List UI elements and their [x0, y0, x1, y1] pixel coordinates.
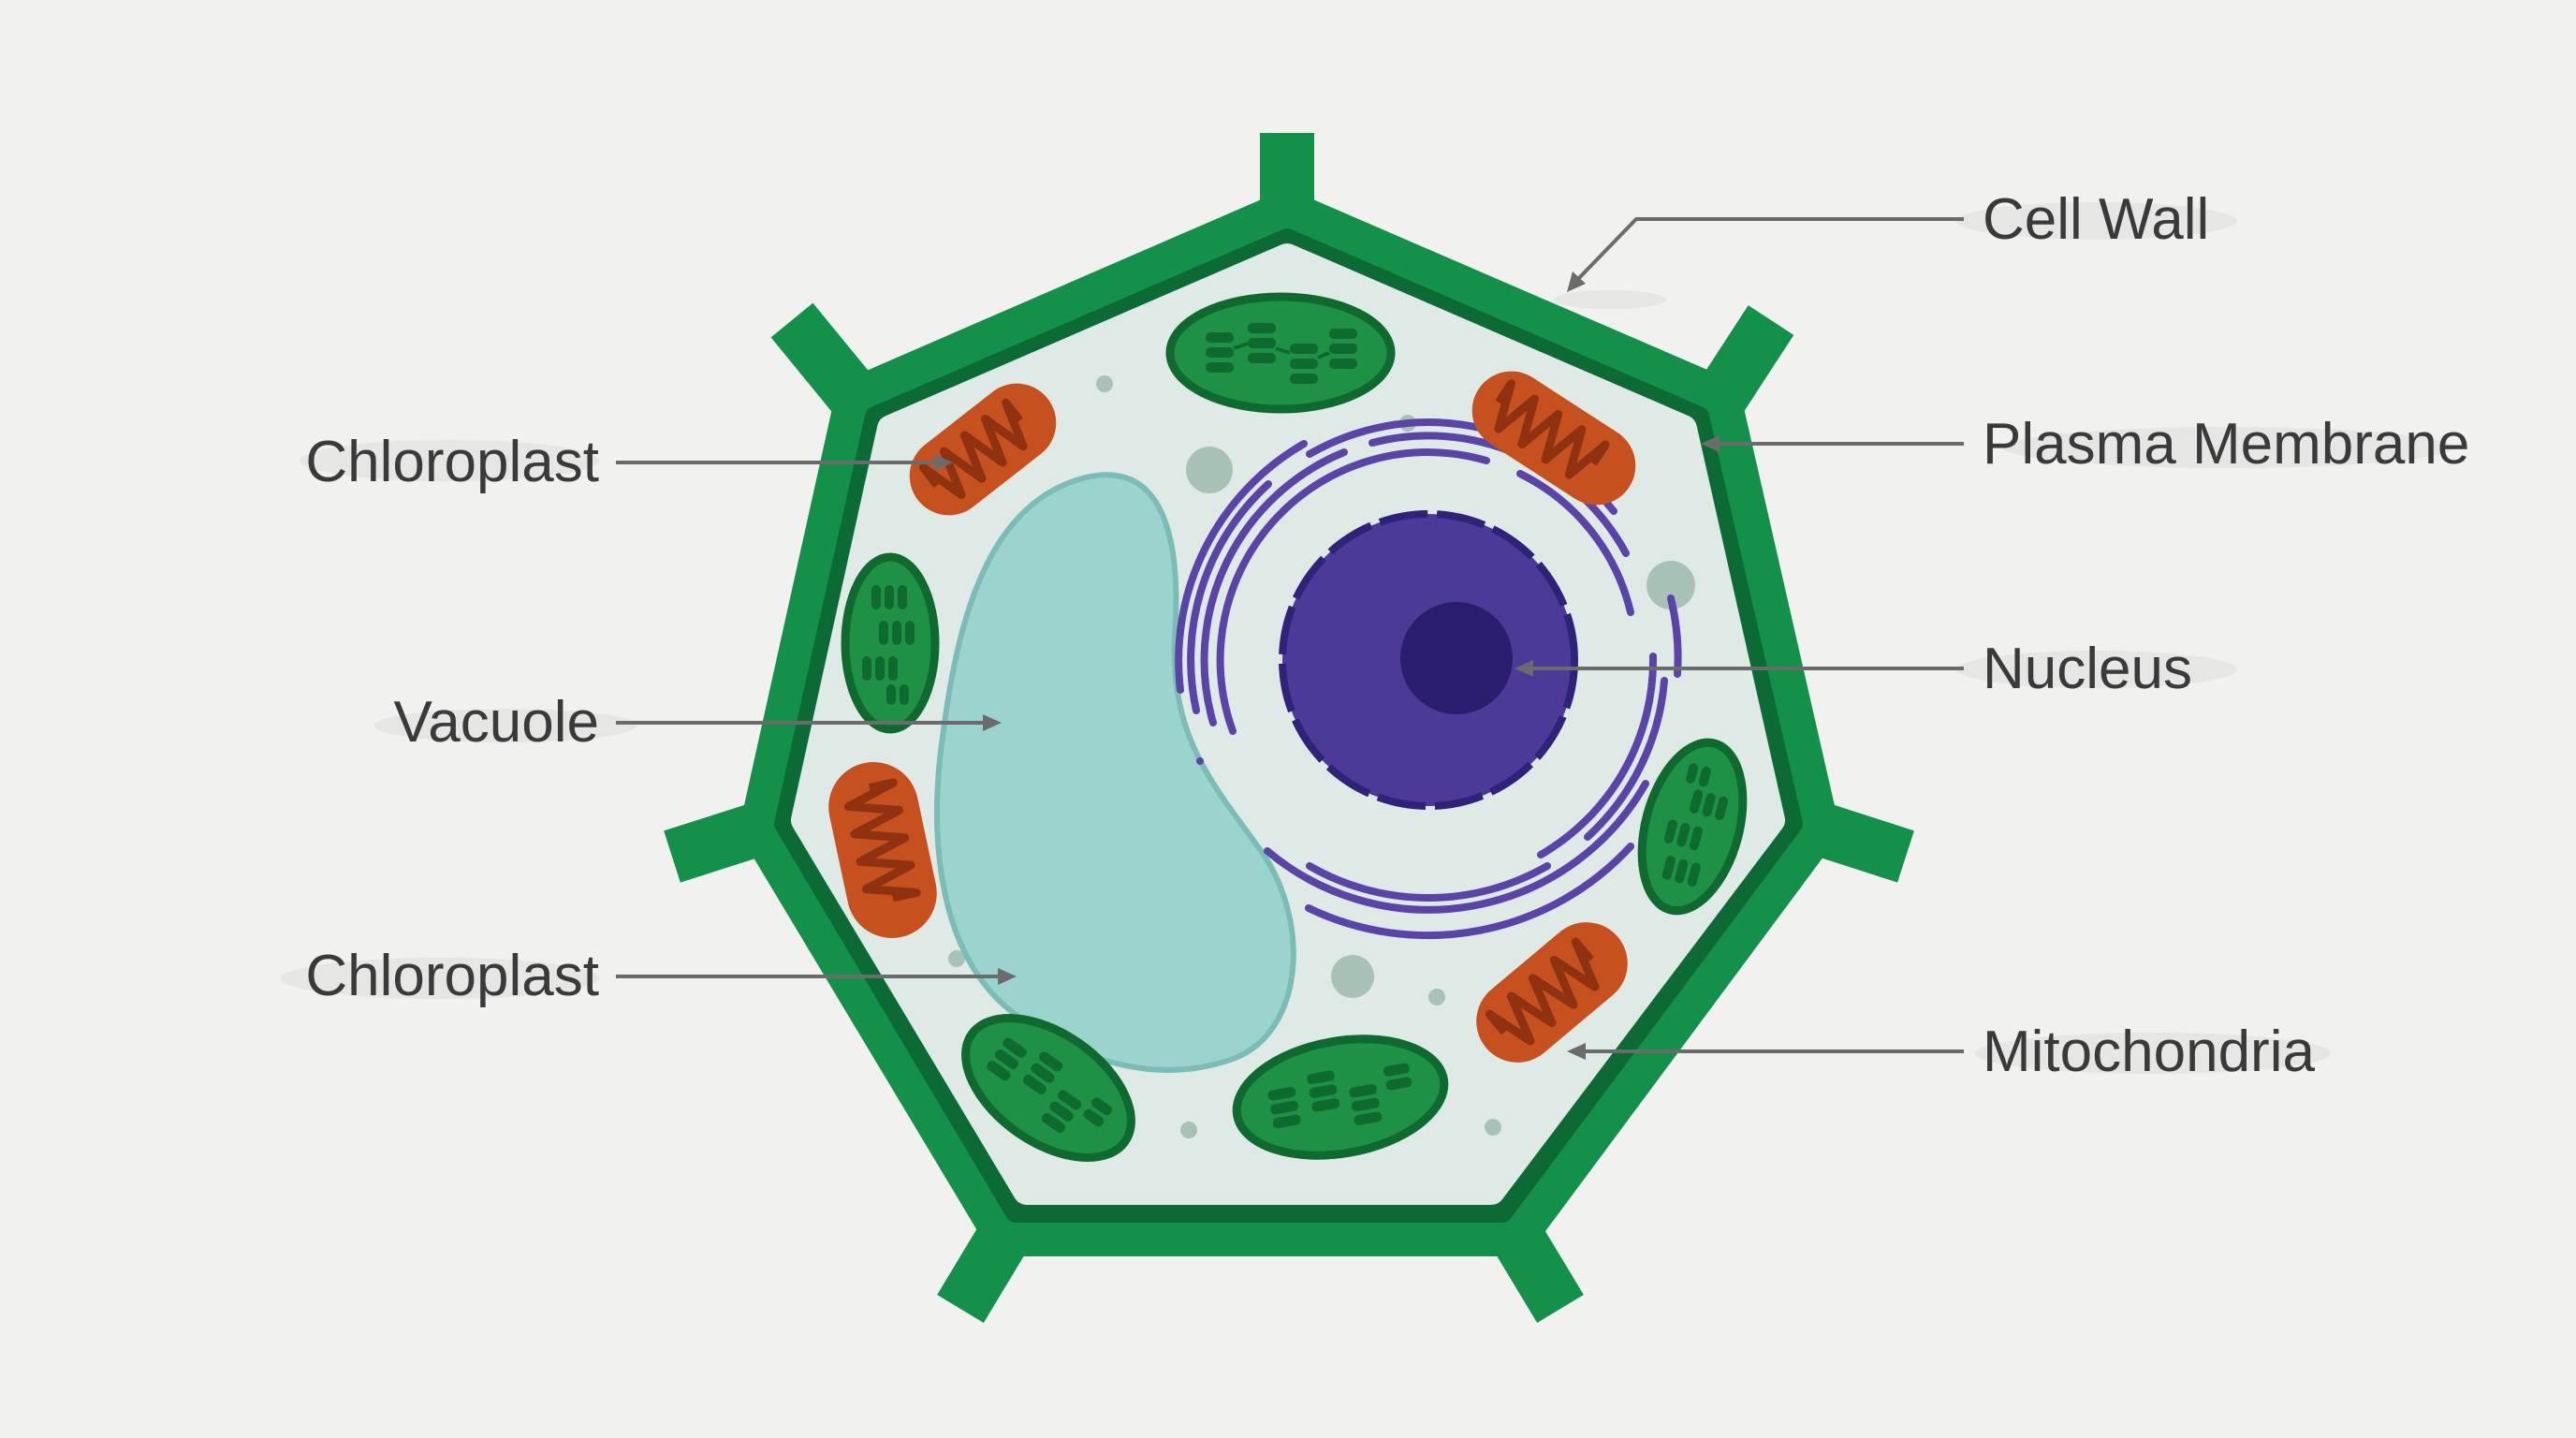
label-smudges: [281, 202, 2452, 1074]
chloroplast: [961, 1014, 1135, 1162]
chloroplasts-group: [841, 292, 1748, 1162]
nucleolus: [1400, 602, 1513, 714]
nucleus: [1279, 510, 1578, 810]
label-cell-wall: Cell Wall: [1983, 187, 2209, 252]
mitochondrion: [828, 762, 937, 938]
label-plasma-membrane: Plasma Membrane: [1983, 412, 2469, 477]
chloroplast: [1165, 292, 1396, 414]
mitochondrion: [1476, 922, 1628, 1063]
mitochondrion: [1471, 371, 1636, 506]
cytoplasm-granules: [948, 375, 1695, 1138]
label-vacuole: Vacuole: [394, 690, 599, 755]
label-nucleus: Nucleus: [1983, 637, 2192, 701]
leader-lines: [616, 217, 1964, 1060]
mitochondrion: [909, 383, 1057, 516]
chloroplast: [1232, 1034, 1449, 1160]
labels: Chloroplast Vacuole Chloroplast Cell Wal…: [305, 187, 2469, 1084]
chloroplast: [1637, 738, 1748, 916]
label-chloroplast-top: Chloroplast: [305, 430, 599, 494]
chloroplast: [841, 552, 940, 734]
mitochondria-group: [828, 371, 1636, 1063]
label-mitochondria: Mitochondria: [1983, 1020, 2315, 1084]
label-chloroplast-bottom: Chloroplast: [305, 944, 599, 1008]
